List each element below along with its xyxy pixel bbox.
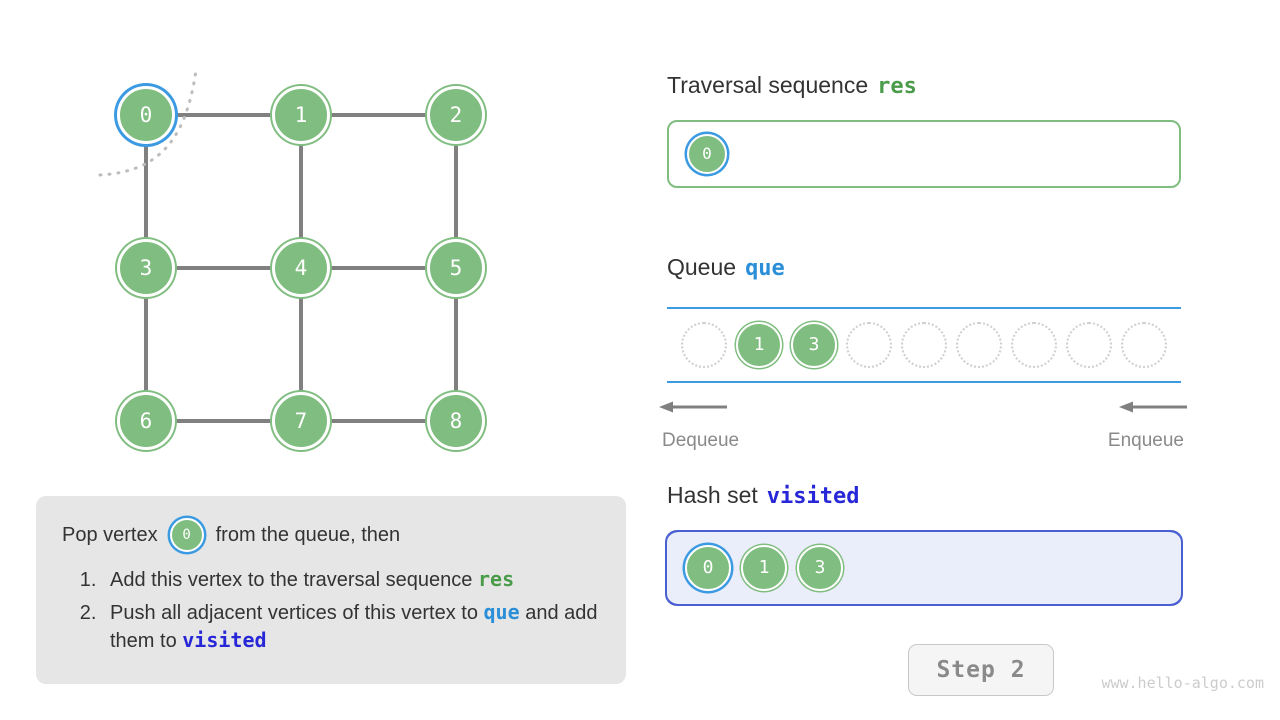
watermark: www.hello-algo.com xyxy=(1101,674,1264,692)
caption-vertex-token: 0 xyxy=(169,518,204,552)
caption-step-2: Push all adjacent vertices of this verte… xyxy=(102,599,600,656)
queue-slot-7 xyxy=(1066,322,1112,368)
enqueue-label: Enqueue xyxy=(1107,430,1184,451)
graph-node-7: 7 xyxy=(272,392,330,450)
graph-node-8: 8 xyxy=(427,392,485,450)
cut-curve-icon xyxy=(98,68,198,177)
caption-lead: Pop vertex 0 from the queue, then xyxy=(62,518,600,552)
dequeue-label: Dequeue xyxy=(662,430,740,451)
caption-box: Pop vertex 0 from the queue, then Add th… xyxy=(36,496,626,684)
hash-title-text: Hash set xyxy=(667,482,758,508)
queue-slot-8 xyxy=(1121,322,1167,368)
hash-item-1: 1 xyxy=(741,545,787,591)
queue-title-text: Queue xyxy=(667,254,737,280)
res-item-0: 0 xyxy=(687,134,727,174)
queue-arrows xyxy=(659,395,1187,423)
queue-slot-4 xyxy=(901,322,947,368)
caption-step-2-keyword-que: que xyxy=(483,599,520,624)
hash-title: Hash set visited xyxy=(667,484,1181,508)
enqueue-arrow-icon xyxy=(1119,401,1187,413)
queue-title: Queue que xyxy=(667,256,1181,280)
caption-step-1-text: Add this vertex to the traversal sequenc… xyxy=(110,569,478,591)
graph-node-4: 4 xyxy=(272,239,330,297)
graph-node-0: 0 xyxy=(117,86,175,144)
graph-node-6: 6 xyxy=(117,392,175,450)
res-box: 0 xyxy=(667,120,1181,188)
queue-slot-6 xyxy=(1011,322,1057,368)
graph-node-3: 3 xyxy=(117,239,175,297)
dequeue-arrow-icon xyxy=(659,401,727,413)
caption-step-1: Add this vertex to the traversal sequenc… xyxy=(102,566,600,595)
queue-slot-2: 3 xyxy=(791,322,837,368)
caption-step-2-text: Push all adjacent vertices of this verte… xyxy=(110,601,484,624)
graph-node-2: 2 xyxy=(427,86,485,144)
caption-step-2-text-mid: and add them to xyxy=(110,601,598,653)
queue-slot-1: 1 xyxy=(736,322,782,368)
caption-lead-before: Pop vertex xyxy=(62,523,158,546)
graph-panel: 0 1 2 3 4 5 6 7 8 xyxy=(0,0,620,480)
queue-title-keyword: que xyxy=(745,256,785,281)
res-title-keyword: res xyxy=(877,74,917,99)
hash-item-0: 0 xyxy=(685,545,731,591)
res-title: Traversal sequence res xyxy=(667,74,1181,98)
res-section: Traversal sequence res 0 xyxy=(667,74,1181,188)
queue-slot-0 xyxy=(681,322,727,368)
caption-step-2-keyword-visited: visited xyxy=(182,628,267,653)
step-badge: Step 2 xyxy=(908,644,1054,696)
hash-item-2: 3 xyxy=(797,545,843,591)
caption-step-1-keyword: res xyxy=(477,567,515,591)
caption-steps: Add this vertex to the traversal sequenc… xyxy=(62,566,600,656)
hash-title-keyword: visited xyxy=(766,484,860,509)
queue-slot-3 xyxy=(846,322,892,368)
queue-slot-5 xyxy=(956,322,1002,368)
graph-node-5: 5 xyxy=(427,239,485,297)
res-title-text: Traversal sequence xyxy=(667,72,869,98)
graph-node-1: 1 xyxy=(272,86,330,144)
caption-lead-after: from the queue, then xyxy=(215,523,401,546)
queue-labels: Dequeue Enqueue xyxy=(662,430,1184,457)
